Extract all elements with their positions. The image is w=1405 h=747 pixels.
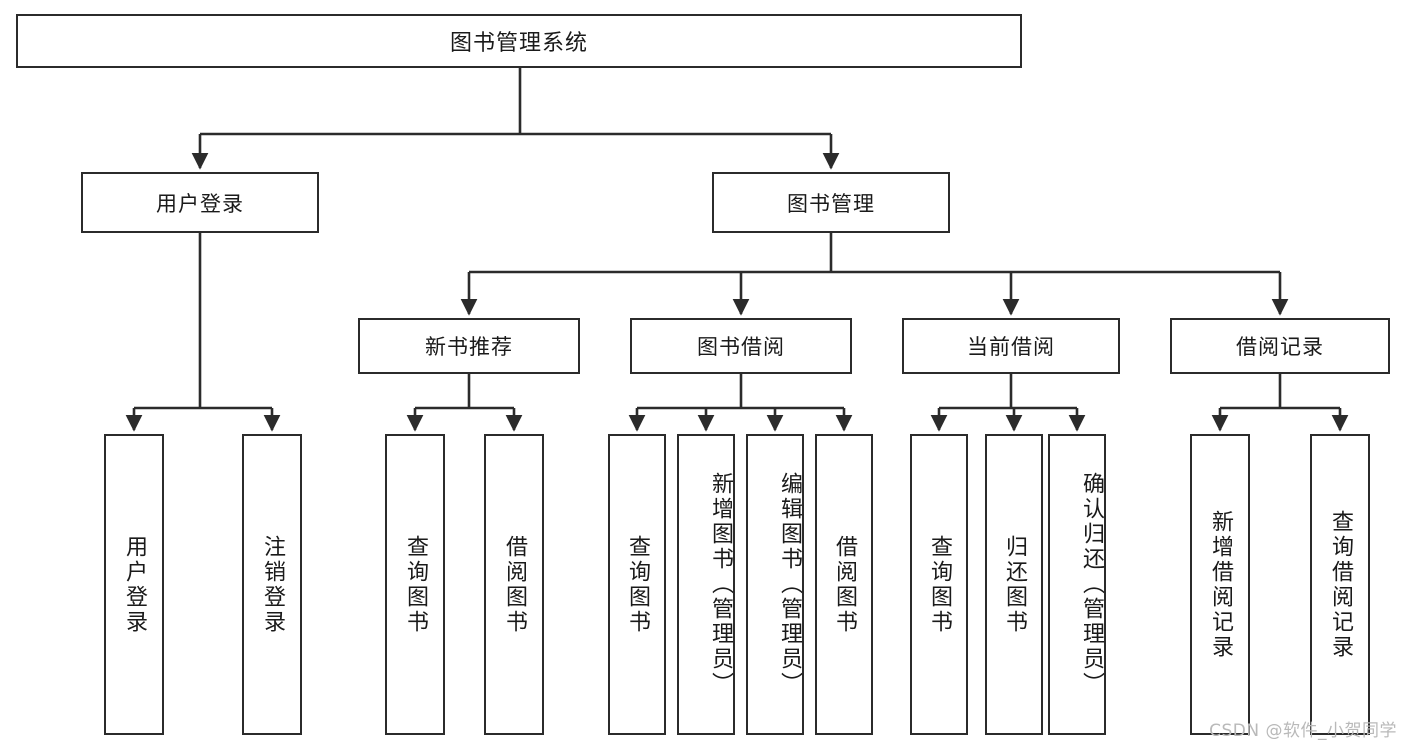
node-root-system[interactable]: 图书管理系统 — [16, 14, 1022, 68]
node-book-borrow-label: 图书借阅 — [697, 335, 785, 359]
leaf-query-book-borrow[interactable]: 查询图书 — [608, 434, 666, 735]
node-borrow-record-label: 借阅记录 — [1236, 335, 1324, 359]
csdn-watermark: CSDN @软件_小贺同学 — [1209, 721, 1397, 741]
node-book-management[interactable]: 图书管理 — [712, 172, 950, 233]
leaf-borrow-book-recommend[interactable]: 借阅图书 — [484, 434, 544, 735]
node-current-borrow[interactable]: 当前借阅 — [902, 318, 1120, 374]
node-borrow-record[interactable]: 借阅记录 — [1170, 318, 1390, 374]
leaf-add-book-admin[interactable]: 新增图书（管理员） — [677, 434, 735, 735]
leaf-return-book-label: 归还图书 — [1001, 534, 1027, 635]
leaf-edit-book-admin-label: 编辑图书（管理员） — [777, 472, 802, 697]
leaf-borrow-book-label: 借阅图书 — [831, 534, 857, 635]
leaf-return-book[interactable]: 归还图书 — [985, 434, 1043, 735]
node-user-login[interactable]: 用户登录 — [81, 172, 319, 233]
node-current-borrow-label: 当前借阅 — [967, 335, 1055, 359]
node-book-management-label: 图书管理 — [787, 191, 875, 216]
leaf-query-borrow-record-label: 查询借阅记录 — [1327, 509, 1353, 660]
node-book-borrow[interactable]: 图书借阅 — [630, 318, 852, 374]
leaf-query-book-borrow-label: 查询图书 — [624, 534, 650, 635]
leaf-query-book-recommend-label: 查询图书 — [402, 534, 428, 635]
leaf-query-book-recommend[interactable]: 查询图书 — [385, 434, 445, 735]
leaf-user-login-label: 用户登录 — [121, 534, 147, 635]
node-root-label: 图书管理系统 — [449, 31, 588, 56]
leaf-user-login[interactable]: 用户登录 — [104, 434, 164, 735]
leaf-add-borrow-record-label: 新增借阅记录 — [1207, 509, 1233, 660]
leaf-query-borrow-record[interactable]: 查询借阅记录 — [1310, 434, 1370, 735]
leaf-borrow-book[interactable]: 借阅图书 — [815, 434, 873, 735]
leaf-logout[interactable]: 注销登录 — [242, 434, 302, 735]
leaf-edit-book-admin[interactable]: 编辑图书（管理员） — [746, 434, 804, 735]
leaf-confirm-return-admin[interactable]: 确认归还（管理员） — [1048, 434, 1106, 735]
leaf-add-book-admin-label: 新增图书（管理员） — [708, 472, 733, 697]
leaf-add-borrow-record[interactable]: 新增借阅记录 — [1190, 434, 1250, 735]
leaf-query-book-current[interactable]: 查询图书 — [910, 434, 968, 735]
leaf-logout-label: 注销登录 — [259, 534, 285, 635]
node-user-login-label: 用户登录 — [156, 191, 244, 216]
leaf-query-book-current-label: 查询图书 — [926, 534, 952, 635]
leaf-borrow-book-recommend-label: 借阅图书 — [501, 534, 527, 635]
leaf-confirm-return-admin-label: 确认归还（管理员） — [1079, 472, 1104, 697]
node-new-book-recommend-label: 新书推荐 — [425, 335, 513, 359]
node-new-book-recommend[interactable]: 新书推荐 — [358, 318, 580, 374]
